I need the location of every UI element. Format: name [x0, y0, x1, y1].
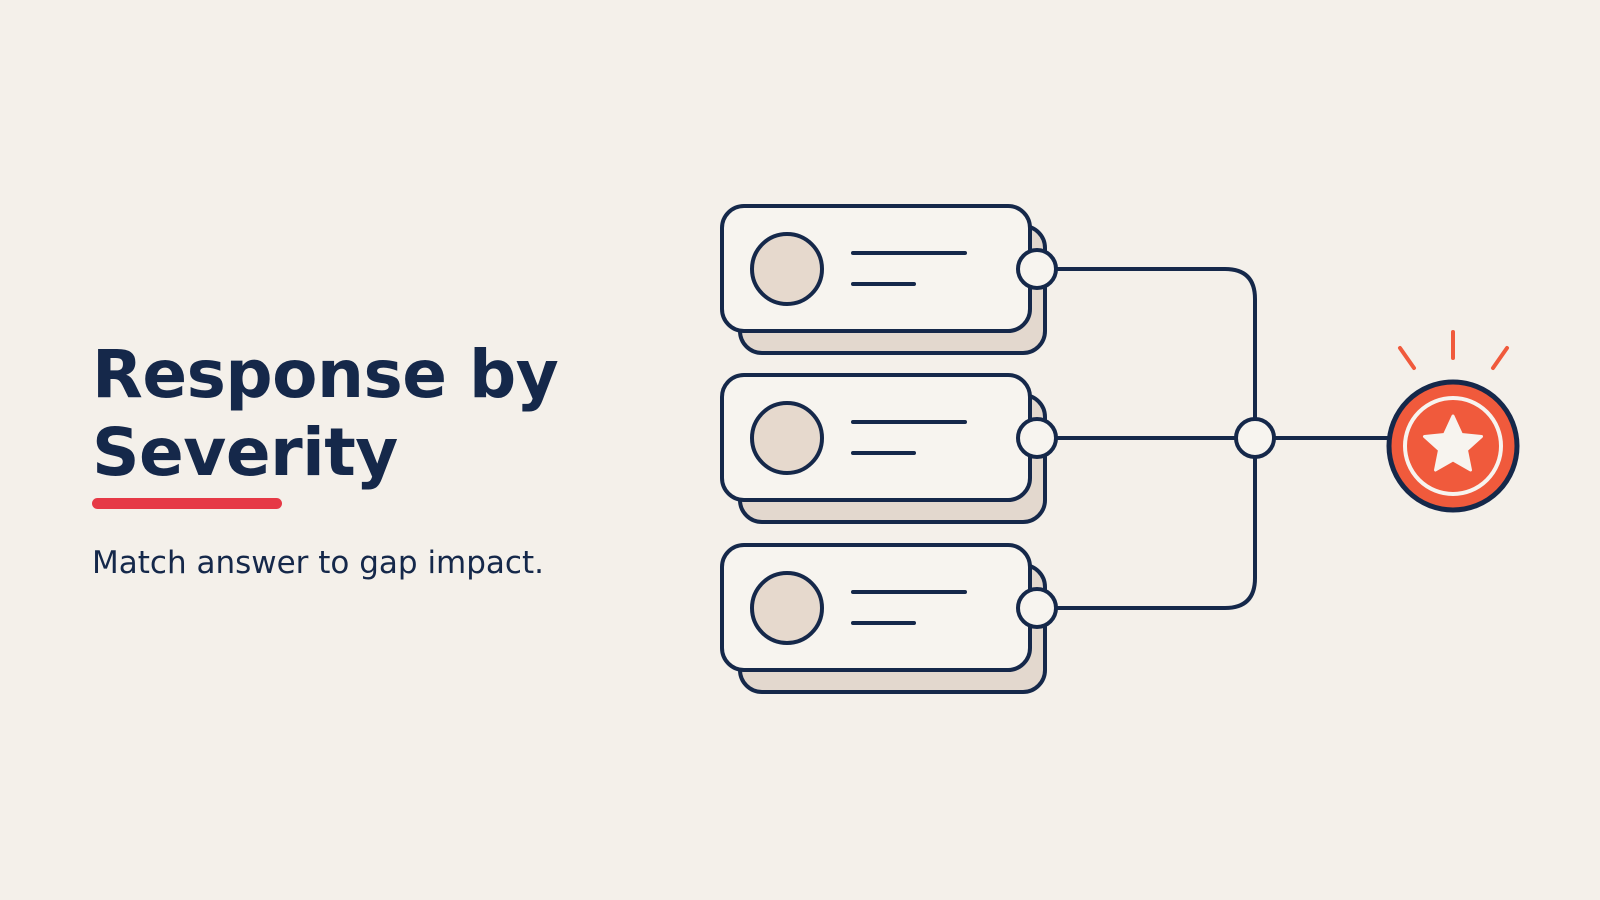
- star-icon: [1423, 414, 1483, 472]
- burst-ray-left: [1398, 346, 1416, 370]
- burst-ray-right: [1491, 346, 1509, 370]
- title-underline: [92, 498, 282, 509]
- page-title: Response by Severity: [92, 336, 559, 492]
- severity-card-3: [720, 543, 1058, 694]
- junction-node: [1234, 417, 1276, 459]
- output-port: [1016, 587, 1058, 629]
- severity-card-1: [720, 204, 1058, 355]
- avatar-placeholder-icon: [750, 232, 824, 306]
- title-line-1: Response by: [92, 336, 559, 413]
- title-line-2: Severity: [92, 414, 398, 491]
- burst-rays: [1398, 330, 1509, 370]
- connector-bottom: [1038, 436, 1257, 610]
- connector-top: [1038, 267, 1257, 440]
- connectors: [1038, 267, 1392, 610]
- avatar-placeholder-icon: [750, 401, 824, 475]
- severity-card-2: [720, 373, 1058, 524]
- result-badge: [1386, 330, 1520, 513]
- badge-inner-ring: [1403, 396, 1503, 496]
- output-port: [1016, 417, 1058, 459]
- avatar-placeholder-icon: [750, 571, 824, 645]
- output-port: [1016, 248, 1058, 290]
- subtitle: Match answer to gap impact.: [92, 545, 544, 581]
